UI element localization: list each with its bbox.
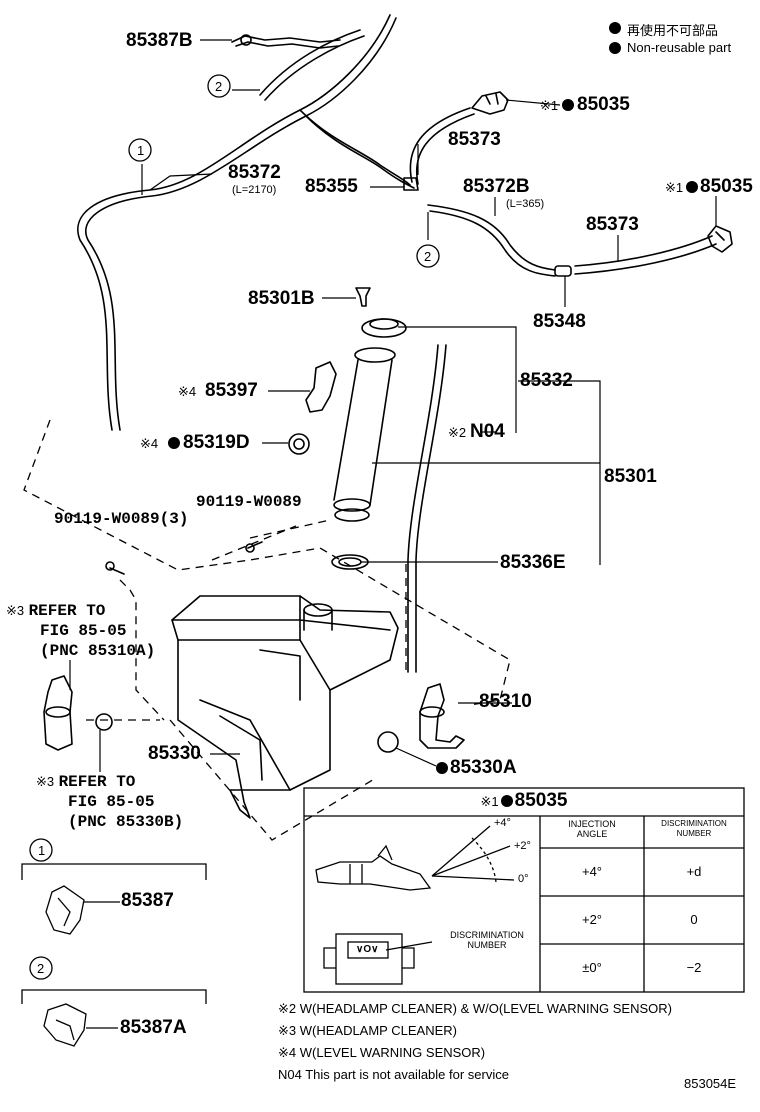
part-90119-left[interactable]: 90119-W0089(3) xyxy=(54,510,189,528)
part-85330A[interactable]: 85330A xyxy=(450,757,517,778)
part-N04-note: ※2 xyxy=(448,425,467,440)
refer-85330B-line1: REFER TO xyxy=(58,773,136,791)
legend-ja: 再使用不可部品 xyxy=(627,23,719,38)
part-85373-top[interactable]: 85373 xyxy=(448,129,501,150)
part-85348[interactable]: 85348 xyxy=(533,311,586,332)
table-title: ※1 85035 xyxy=(304,790,744,812)
part-85319D[interactable]: 85319D xyxy=(183,432,250,453)
part-85397-note: ※4 xyxy=(178,384,197,399)
callout-1-box: 1 xyxy=(38,843,46,858)
row1-number: +d xyxy=(686,864,702,879)
part-85301B[interactable]: 85301B xyxy=(248,288,315,309)
pump-ref-left xyxy=(43,675,73,751)
disc-number-label-1: DISCRIMINATION xyxy=(450,930,524,940)
part-85035-top-note: ※1 xyxy=(540,98,559,113)
part-85336E[interactable]: 85336E xyxy=(500,552,566,573)
refer-85310A-line3: (PNC 85310A) xyxy=(40,642,156,660)
pump-85310 xyxy=(419,683,465,749)
refer-85310A-line2[interactable]: FIG 85-05 xyxy=(40,622,127,640)
part-85301[interactable]: 85301 xyxy=(604,466,657,487)
hose-85373-top xyxy=(409,107,475,185)
angle-mark-0: 0° xyxy=(518,873,529,885)
part-85035-top[interactable]: 85035 xyxy=(577,94,630,115)
part-85319D-note: ※4 xyxy=(140,436,159,451)
table-title-note: ※1 xyxy=(480,794,499,809)
part-N04[interactable]: N04 xyxy=(470,421,505,442)
part-85330[interactable]: 85330 xyxy=(148,743,201,764)
part-85332[interactable]: 85332 xyxy=(520,370,573,391)
part-85035-right[interactable]: 85035 xyxy=(700,176,753,197)
part-85373-right[interactable]: 85373 xyxy=(586,214,639,235)
refer-85330B-note: ※3 xyxy=(36,774,55,789)
disc-number-label: DISCRIMINATION NUMBER xyxy=(432,930,542,950)
part-85372-length: (L=2170) xyxy=(232,184,277,196)
hose-85373-right xyxy=(574,235,717,275)
refer-85310A-line1: REFER TO xyxy=(28,602,106,620)
part-85387B[interactable]: 85387B xyxy=(126,30,193,51)
part-85372[interactable]: 85372 xyxy=(228,162,281,183)
col-header-angle-1: INJECTION xyxy=(568,819,616,829)
part-85372B[interactable]: 85372B xyxy=(463,176,530,197)
col-header-disc: DISCRIMINATION NUMBER xyxy=(644,819,744,839)
filler-neck xyxy=(333,347,396,522)
disc-glyph: ∨O∨ xyxy=(356,944,379,955)
row1-angle: +4° xyxy=(581,864,603,879)
part-85397[interactable]: 85397 xyxy=(205,380,258,401)
angle-mark-2: +2° xyxy=(514,840,531,852)
footnote-2: ※3 W(HEADLAMP CLEANER) xyxy=(278,1023,457,1038)
callout-2-top: 2 xyxy=(215,79,223,94)
callout-1-top: 1 xyxy=(137,143,145,158)
refer-85310A: ※3 REFER TO FIG 85-05 (PNC 85310A) xyxy=(6,601,155,661)
part-85035-right-note: ※1 xyxy=(665,180,684,195)
part-85372B-length: (L=365) xyxy=(506,198,545,210)
part-90119-right[interactable]: 90119-W0089 xyxy=(196,493,302,511)
washer-tank xyxy=(171,595,399,819)
hose-85372B xyxy=(427,204,556,277)
col-header-disc-1: DISCRIMINATION xyxy=(661,819,727,828)
col-header-angle: INJECTION ANGLE xyxy=(540,819,644,839)
footnotes: ※2 W(HEADLAMP CLEANER) & W/O(LEVEL WARNI… xyxy=(278,998,672,1086)
part-85355[interactable]: 85355 xyxy=(305,176,358,197)
row3-number: −2 xyxy=(686,960,702,975)
refer-85310A-note: ※3 xyxy=(6,603,25,618)
callout-2-box: 2 xyxy=(37,961,45,976)
footnote-3: ※4 W(LEVEL WARNING SENSOR) xyxy=(278,1045,486,1060)
angle-mark-4: +4° xyxy=(494,817,511,829)
legend-en: Non-reusable part xyxy=(627,40,732,55)
refer-85330B-line2[interactable]: FIG 85-05 xyxy=(68,793,155,811)
table-title-part[interactable]: 85035 xyxy=(514,790,568,811)
callout-2-mid: 2 xyxy=(424,249,432,264)
col-header-angle-2: ANGLE xyxy=(576,829,608,839)
row2-angle: +2° xyxy=(581,912,603,927)
col-header-disc-2: NUMBER xyxy=(676,829,712,838)
footnote-1: ※2 W(HEADLAMP CLEANER) & W/O(LEVEL WARNI… xyxy=(278,1001,672,1016)
row3-angle: ±0° xyxy=(582,960,602,975)
disc-number-label-2: NUMBER xyxy=(467,940,507,950)
refer-85330B: ※3 REFER TO FIG 85-05 (PNC 85330B) xyxy=(36,772,183,832)
part-85387A[interactable]: 85387A xyxy=(120,1017,187,1038)
footnote-4: N04 This part is not available for servi… xyxy=(278,1067,509,1082)
nozzle-spec-table xyxy=(303,787,745,993)
part-85310[interactable]: 85310 xyxy=(479,691,532,712)
row2-number: 0 xyxy=(690,912,698,927)
refer-85330B-line3: (PNC 85330B) xyxy=(68,813,184,831)
part-85387[interactable]: 85387 xyxy=(121,890,174,911)
figure-number: 853054E xyxy=(684,1076,737,1091)
